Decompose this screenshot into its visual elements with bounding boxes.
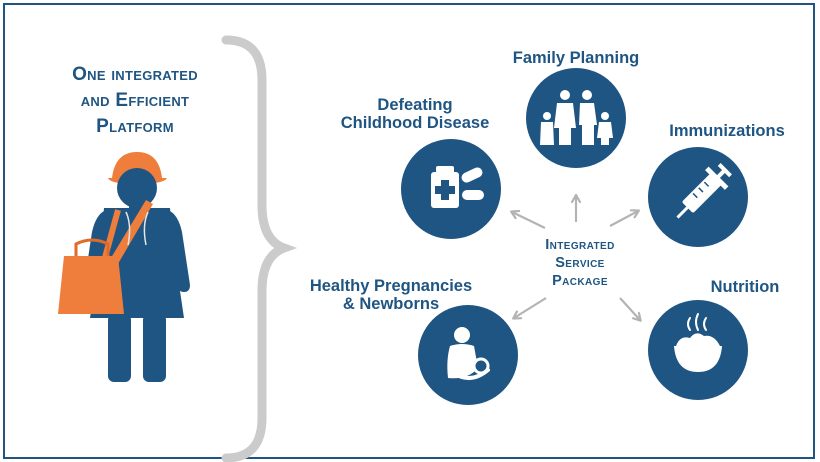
- mother-baby-icon: [418, 305, 518, 405]
- pregnancies-label: Healthy Pregnancies & Newborns: [298, 277, 484, 313]
- platform-title-line-2: and Efficient: [80, 90, 190, 111]
- arrow-to-childhood-disease: [512, 212, 546, 229]
- childhood-disease-label: Defeating Childhood Disease: [330, 96, 500, 132]
- platform-title-line-3: Platform: [96, 116, 174, 137]
- center-label-line-3: Package: [552, 273, 608, 289]
- platform-title-line-1: One integrated: [72, 64, 198, 85]
- integrated-service-package-label: Integrated Service Package: [520, 236, 640, 290]
- medicine-icon: [401, 139, 501, 239]
- family-icon: [526, 68, 626, 168]
- pregnancies-label-line-1: Healthy Pregnancies: [309, 277, 473, 295]
- center-label-line-1: Integrated: [545, 237, 615, 253]
- childhood-disease-label-line-2: Childhood Disease: [340, 114, 490, 132]
- pregnancies-label-line-2: & Newborns: [342, 295, 440, 313]
- center-label-line-2: Service: [555, 255, 605, 271]
- health-worker-icon: [58, 152, 190, 382]
- childhood-disease-label-line-1: Defeating: [377, 96, 453, 114]
- immunizations-label: Immunizations: [669, 122, 785, 140]
- curly-brace: [221, 35, 298, 462]
- food-bowl-icon: [648, 300, 748, 400]
- platform-title: One integrated and Efficient Platform: [30, 62, 240, 140]
- nutrition-label: Nutrition: [710, 278, 780, 296]
- arrow-to-immunizations: [609, 211, 638, 227]
- arrows: [512, 196, 640, 320]
- syringe-icon: [648, 147, 748, 247]
- arrow-to-pregnancies: [514, 297, 547, 318]
- arrow-to-nutrition: [619, 297, 640, 320]
- family-planning-label: Family Planning: [512, 49, 640, 67]
